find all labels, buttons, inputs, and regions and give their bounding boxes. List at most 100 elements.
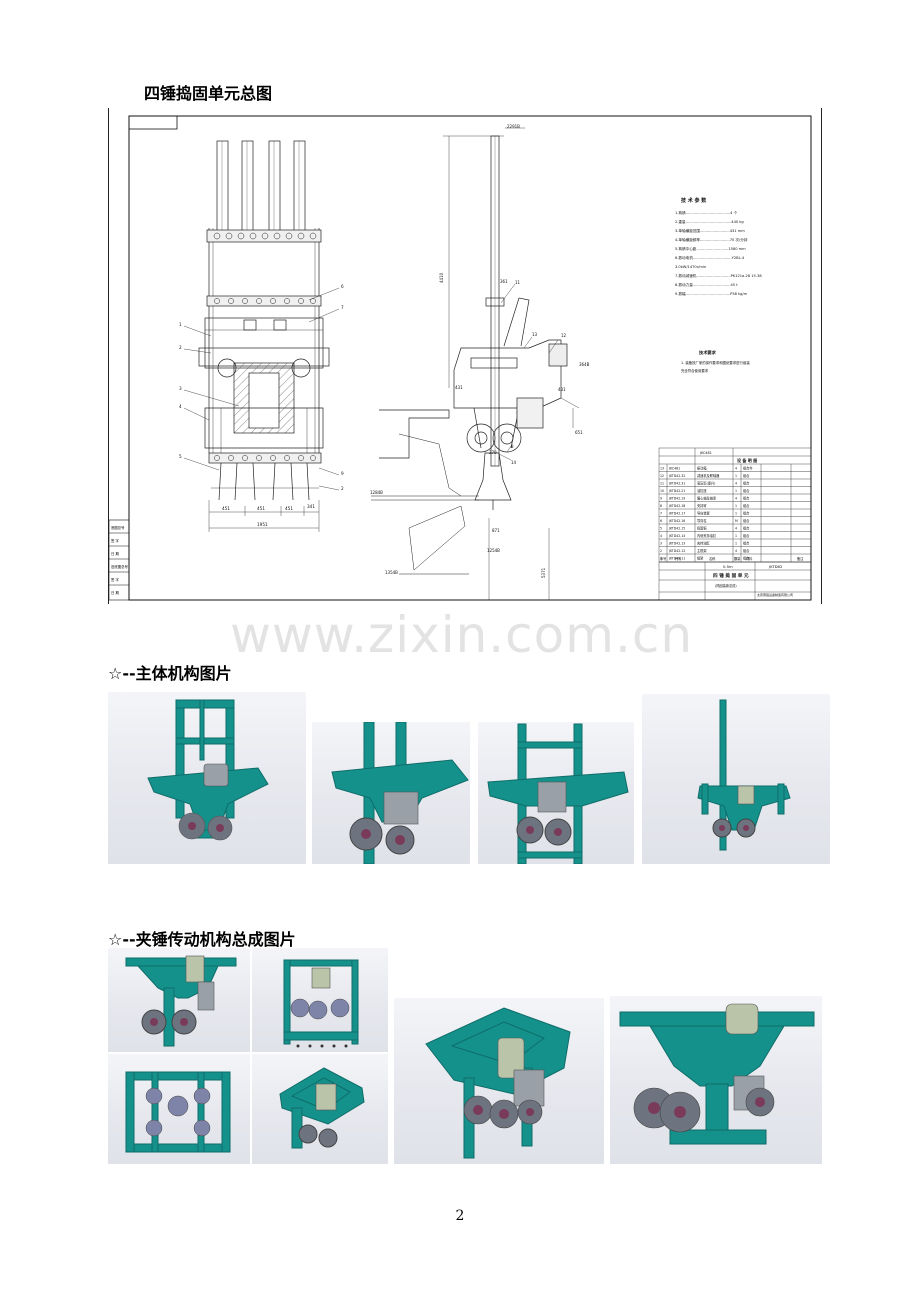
margin-label: 日 期 <box>111 551 119 556</box>
bom-cell: 10 <box>660 489 664 493</box>
clamp-drive-photo-4 <box>252 1054 388 1164</box>
bom-col: 材料 <box>746 556 753 561</box>
bom-col: 序号 <box>660 556 666 561</box>
param-line: 6.振动电机..................................… <box>675 255 745 260</box>
tech-params: 技 术 参 数 1.捣镐............................… <box>675 197 762 373</box>
watermark: www.zixin.com.cn <box>230 606 694 664</box>
bom-cell: 5 <box>660 527 662 531</box>
part-label: 5 <box>179 454 182 459</box>
tech-req-line: 1. 装备按厂家的操作要求和图纸要求进行组装 <box>681 360 750 365</box>
bom-col: 代号 <box>675 556 681 561</box>
main-mechanism-photo-2 <box>312 722 470 864</box>
param-line: 3.0kW/1470r/min <box>675 265 706 269</box>
page-number: 2 <box>455 1208 465 1224</box>
param-line: 4.单轴横距频率..........................70 次/分… <box>675 237 748 242</box>
bom-cell: 组合 <box>743 518 750 523</box>
bom-cell: 油缸座 <box>697 488 707 493</box>
margin-label: 签 字 <box>111 538 119 543</box>
bom-cell: 1 <box>735 557 737 561</box>
bom-cell: 4 <box>660 534 662 538</box>
bom-header: 设 备 明 细 <box>737 457 757 463</box>
render-svg <box>619 1003 815 1145</box>
render-svg <box>279 1067 365 1149</box>
clamp-drive-photo-6 <box>610 996 822 1164</box>
bom-cell: JKTD42.31 <box>668 482 685 486</box>
title-drawing-no: JKTD82 <box>768 564 783 569</box>
bom-table <box>658 447 812 601</box>
bom-cell: 组合 <box>743 556 750 561</box>
bom-cell: 夹持油缸 <box>697 541 711 546</box>
param-line: 7.振动减速机..............................PK1… <box>675 273 762 278</box>
param-line: 2.重量....................................… <box>675 219 744 224</box>
side-view-labels: 2291B 4410 11 13 12 8 14 361 364B 431 43… <box>370 124 590 578</box>
dimension: 279 <box>489 450 497 455</box>
part-label: 14 <box>511 460 517 465</box>
bom-cell: JKTD42.32 <box>668 474 685 478</box>
main-mechanism-photo-3 <box>478 722 634 864</box>
bom-cell: 组合 <box>743 488 750 493</box>
bom-cell: 7 <box>660 512 662 516</box>
bom-cell: 组合 <box>743 526 750 531</box>
dimension: 431 <box>558 387 566 392</box>
title-company: 太原晋强设备制造有限公司 <box>757 592 793 597</box>
tech-req-heading: 技术要求 <box>699 349 717 356</box>
bom-cell: 组合 <box>743 503 750 508</box>
bom-cell: 组合 <box>743 548 750 553</box>
margin-label: 日 期 <box>111 590 119 595</box>
main-mechanism-photo-4 <box>642 694 830 864</box>
render-svg <box>125 1071 231 1153</box>
render-svg <box>425 1007 571 1159</box>
dimension: 431 <box>455 385 463 390</box>
dimension: 2291B <box>507 124 520 129</box>
bom-cell: 4 <box>735 527 737 531</box>
bom-cell: 9 <box>660 497 662 501</box>
param-line: 8.振动力量.................................4… <box>675 282 738 287</box>
bom-cell: 1 <box>660 557 662 561</box>
section-heading-main-mechanism: ☆--主体机构图片 <box>108 664 232 683</box>
dimension: 651 <box>575 430 583 435</box>
dimension: 871 <box>492 528 500 533</box>
bom-cell: JKTD42.19 <box>668 497 685 501</box>
clamp-drive-photo-1 <box>108 948 250 1052</box>
bom-col: 备注 <box>797 556 804 561</box>
param-line: 1.捣镐....................................… <box>675 210 738 215</box>
bom-cell: 振动箱 <box>697 466 707 471</box>
bom-cell: JKTD42.15 <box>668 527 685 531</box>
bom-cell: 框架 <box>697 556 704 561</box>
bom-cell: 8 <box>660 504 662 508</box>
side-view <box>371 127 580 600</box>
dimension: 361 <box>500 279 508 284</box>
dimension: 1951 <box>257 522 268 527</box>
bom-cell: 捣固镐 <box>697 526 707 531</box>
part-label: 12 <box>561 333 567 338</box>
bom-cell: JKTD42.21 <box>668 489 685 493</box>
dimension: 5371 <box>541 567 546 578</box>
render-svg <box>487 723 629 864</box>
bom-cell: 组合 <box>743 473 750 478</box>
bom-cell: 11 <box>660 482 664 486</box>
bom-cell: JKTD42.16 <box>668 519 685 523</box>
tech-req-line: 完全符合使用要求 <box>681 368 709 373</box>
bom-cell: 1 <box>735 474 737 478</box>
bom-cell: 12 <box>660 474 664 478</box>
bom-cell: 13 <box>660 467 664 471</box>
bom-header-code: JKC481 <box>699 451 712 455</box>
bom-cell: 1 <box>735 512 737 516</box>
bom-cell: 导向柱 <box>697 518 707 523</box>
bom-cell: JKTD42.18 <box>668 504 685 508</box>
bom-cell: 2 <box>660 549 662 553</box>
margin-label: 签 字 <box>111 577 119 582</box>
dimension: 4410 <box>439 272 444 283</box>
render-svg <box>331 722 469 864</box>
drawing-svg: 底图总号 签 字 日 期 旧底图总号 签 字 日 期 <box>108 115 812 601</box>
bom-cell: 1 <box>735 534 737 538</box>
dimension: 341 <box>307 504 315 509</box>
margin-label: 底图总号 <box>111 525 125 530</box>
dimension: 1254B <box>487 548 500 553</box>
bom-cell: 组合 <box>743 533 750 538</box>
part-label: 1 <box>179 322 182 327</box>
dimension: 364B <box>579 362 590 367</box>
param-line: 5.捣镐中心距............................1580 … <box>675 246 746 251</box>
bom-col: 数量 <box>734 556 741 561</box>
